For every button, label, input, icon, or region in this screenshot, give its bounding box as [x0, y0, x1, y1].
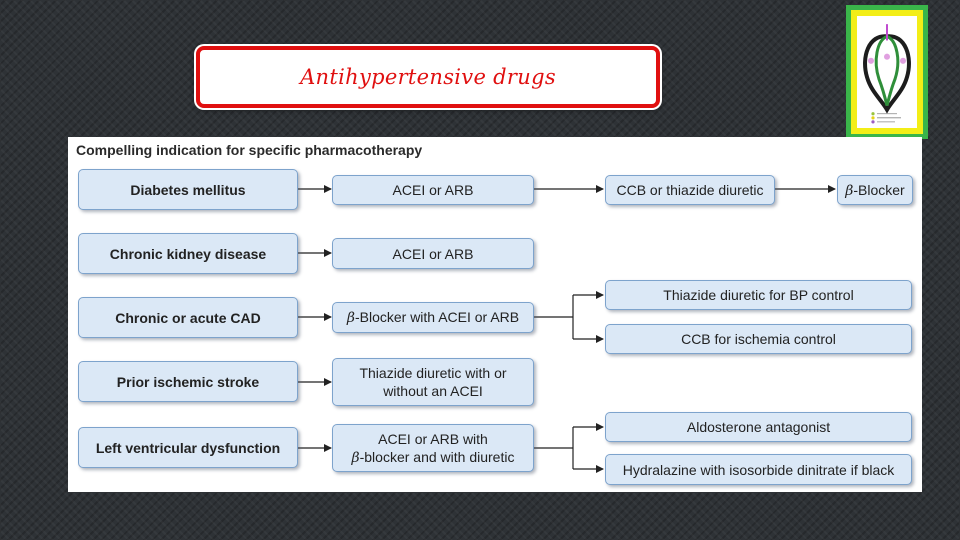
therapy-thiazide-bp-control: Thiazide diuretic for BP control [605, 280, 912, 310]
condition-prior-ischemic-stroke: Prior ischemic stroke [78, 361, 298, 402]
therapy-acei-arb-ckd: ACEI or ARB [332, 238, 534, 269]
therapy-beta-blocker: β-Blocker [837, 175, 913, 205]
figure-heading: Compelling indication for specific pharm… [76, 142, 423, 158]
flowchart-panel: Compelling indication for specific pharm… [68, 137, 922, 492]
condition-diabetes: Diabetes mellitus [78, 169, 298, 210]
therapy-ccb-thiazide: CCB or thiazide diuretic [605, 175, 775, 205]
therapy-ccb-ischemia-control: CCB for ischemia control [605, 324, 912, 354]
slide-title: Antihypertensive drugs [300, 65, 556, 89]
condition-left-ventricular-dysfunction: Left ventricular dysfunction [78, 427, 298, 468]
therapy-aldosterone-antagonist: Aldosterone antagonist [605, 412, 912, 442]
therapy-thiazide-acei: Thiazide diuretic with or without an ACE… [332, 358, 534, 406]
therapy-acei-arb-beta-diuretic: ACEI or ARB with β-blocker and with diur… [332, 424, 534, 472]
therapy-beta-blocker-acei-arb: β-Blocker with ACEI or ARB [332, 302, 534, 333]
condition-cad: Chronic or acute CAD [78, 297, 298, 338]
connector-arrows [298, 185, 836, 473]
logo [846, 5, 928, 139]
therapy-acei-arb-diabetes: ACEI or ARB [332, 175, 534, 205]
therapy-hydralazine-isosorbide: Hydralazine with isosorbide dinitrate if… [605, 454, 912, 485]
condition-chronic-kidney-disease: Chronic kidney disease [78, 233, 298, 274]
heart-logo-icon [857, 16, 917, 128]
title-box: Antihypertensive drugs [196, 46, 660, 108]
